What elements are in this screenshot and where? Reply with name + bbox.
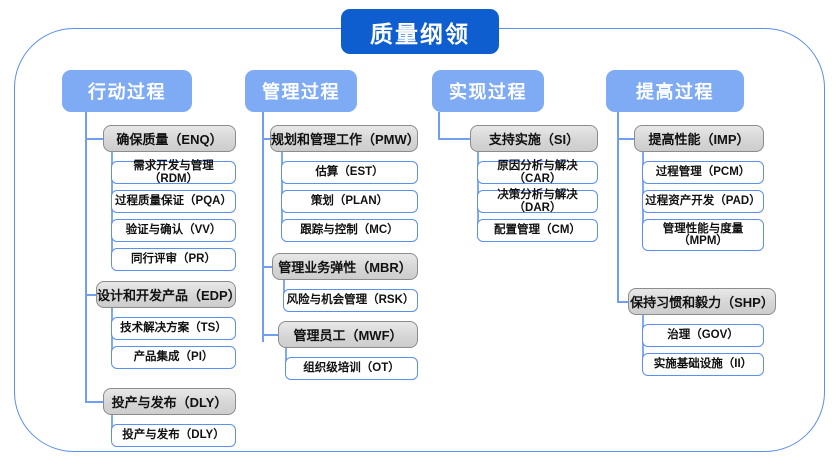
leaf-car[interactable]: 原因分析与解决（CAR） bbox=[477, 160, 598, 185]
trunk-line-col2 bbox=[262, 112, 264, 342]
connector-col1-g2 bbox=[85, 294, 96, 296]
leaf-rsk[interactable]: 风险与机会管理（RSK） bbox=[283, 289, 418, 312]
group-box-si[interactable]: 支持实施（SI） bbox=[470, 125, 598, 152]
connector-col1-g1 bbox=[85, 138, 103, 140]
leaf-est[interactable]: 估算（EST） bbox=[281, 161, 418, 184]
leaf-pr[interactable]: 同行评审（PR） bbox=[111, 248, 236, 271]
leaf-dar[interactable]: 决策分析与解决（DAR） bbox=[477, 189, 598, 214]
connector-col2-g1 bbox=[262, 138, 270, 140]
leaf-pcm[interactable]: 过程管理（PCM） bbox=[642, 161, 764, 184]
leaf-pqa[interactable]: 过程质量保证（PQA） bbox=[111, 190, 236, 213]
column-header-4[interactable]: 提高过程 bbox=[606, 70, 744, 112]
leaf-pad[interactable]: 过程资产开发（PAD） bbox=[642, 190, 764, 213]
group-box-edp[interactable]: 设计和开发产品（EDP） bbox=[96, 281, 241, 308]
group-box-mwf[interactable]: 管理员工（MWF） bbox=[278, 321, 418, 348]
column-header-1[interactable]: 行动过程 bbox=[62, 70, 192, 112]
leaf-mc[interactable]: 跟踪与控制（MC） bbox=[281, 219, 418, 242]
column-header-3[interactable]: 实现过程 bbox=[432, 70, 544, 112]
leaf-ts[interactable]: 技术解决方案（TS） bbox=[111, 317, 236, 340]
leaf-pi[interactable]: 产品集成（PI） bbox=[111, 346, 236, 369]
leaf-vv[interactable]: 验证与确认（VV） bbox=[111, 219, 236, 242]
trunk-line-col1 bbox=[85, 112, 87, 402]
group-box-mbr[interactable]: 管理业务弹性（MBR） bbox=[272, 253, 418, 280]
group-box-dly[interactable]: 投产与发布（DLY） bbox=[103, 388, 236, 415]
connector-col4-g2 bbox=[617, 301, 628, 303]
leaf-ii[interactable]: 实施基础设施（II） bbox=[642, 353, 764, 376]
leaf-ot[interactable]: 组织级培训（OT） bbox=[285, 357, 418, 380]
leaf-dly[interactable]: 投产与发布（DLY） bbox=[111, 424, 236, 447]
group-box-pmw[interactable]: 规划和管理工作（PMW） bbox=[270, 125, 420, 152]
group-box-imp[interactable]: 提高性能（IMP） bbox=[634, 125, 764, 152]
leaf-cm[interactable]: 配置管理（CM） bbox=[477, 219, 598, 242]
leaf-rdm[interactable]: 需求开发与管理（RDM） bbox=[111, 160, 236, 185]
leaf-plan[interactable]: 策划（PLAN） bbox=[281, 190, 418, 213]
connector-col2-g2 bbox=[262, 266, 272, 268]
group-box-enq[interactable]: 确保质量（ENQ） bbox=[103, 125, 236, 152]
connector-col1-g3 bbox=[85, 401, 103, 403]
column-header-2[interactable]: 管理过程 bbox=[245, 70, 357, 112]
connector-col2-g3 bbox=[262, 334, 278, 336]
root-title-box: 质量纲领 bbox=[341, 9, 499, 54]
leaf-mpm[interactable]: 管理性能与度量（MPM） bbox=[642, 219, 764, 251]
connector-col4-g1 bbox=[617, 138, 634, 140]
leaf-gov[interactable]: 治理（GOV） bbox=[642, 324, 764, 347]
trunk-line-col4 bbox=[617, 112, 619, 302]
trunk-line-col3 bbox=[438, 112, 440, 139]
group-box-shp[interactable]: 保持习惯和毅力（SHP） bbox=[628, 288, 776, 315]
connector-col3-g1 bbox=[438, 138, 470, 140]
